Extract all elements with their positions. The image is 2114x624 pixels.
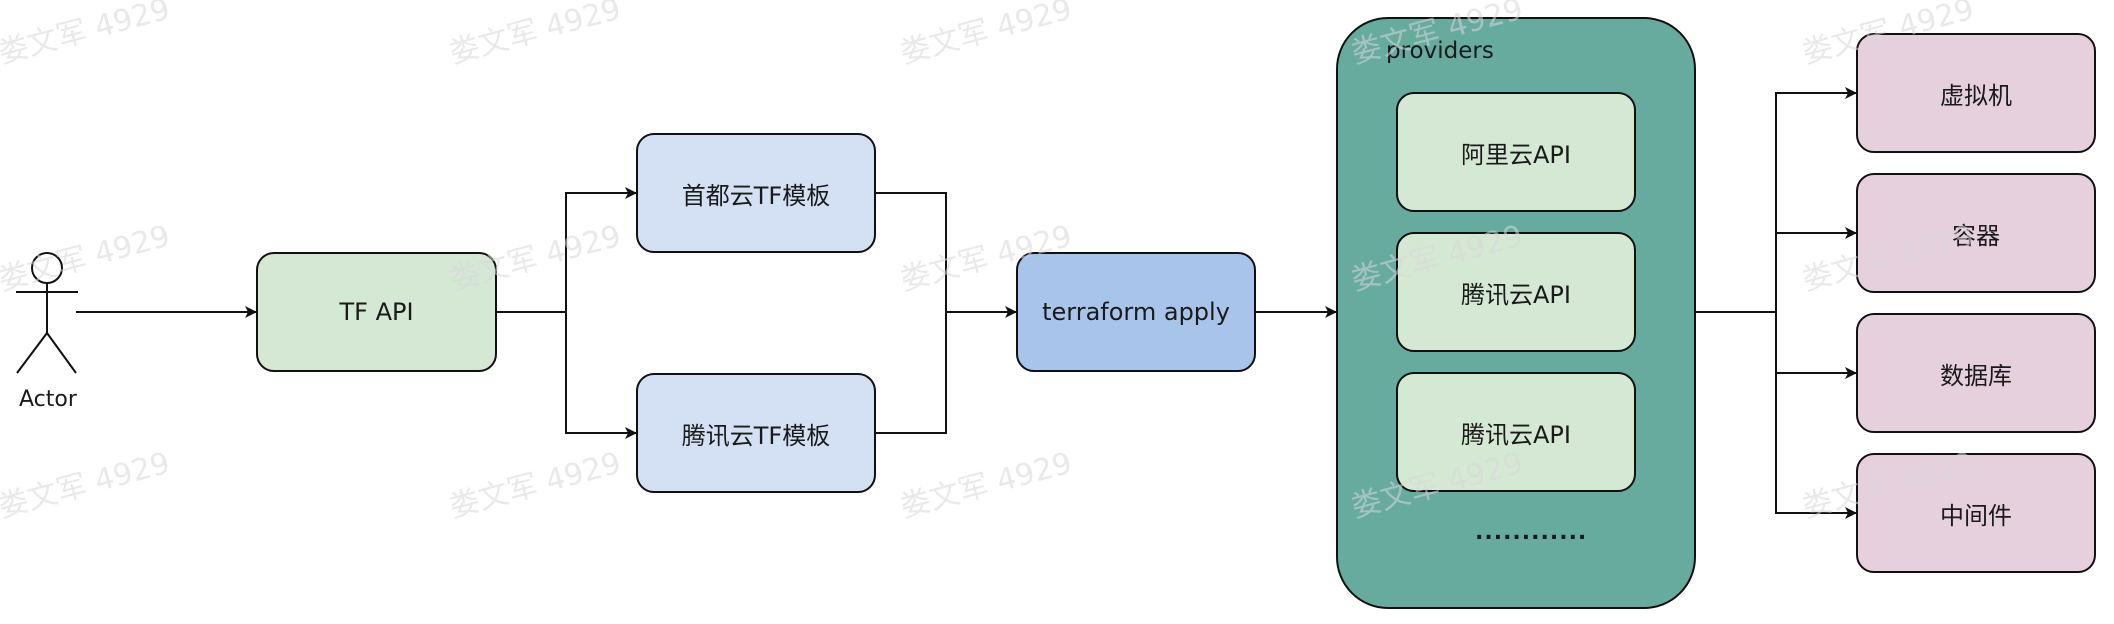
template-label: 腾讯云TF模板 (681, 421, 831, 450)
actor-icon (16, 252, 78, 374)
edge-providers-vm (1696, 87, 1857, 313)
target-label: 中间件 (1940, 501, 2012, 530)
tf-api-node: TF API (256, 252, 497, 372)
target-label: 虚拟机 (1940, 81, 2012, 110)
edge-tfapi-template-2 (565, 312, 637, 439)
template-node-1: 首都云TF模板 (636, 133, 876, 253)
tf-api-label: TF API (339, 298, 414, 326)
edge-template-2-terraform (876, 312, 947, 434)
provider-node-1: 阿里云API (1396, 92, 1636, 212)
provider-label: 阿里云API (1461, 140, 1571, 169)
edge-providers-middleware (1775, 373, 1857, 519)
providers-title: providers (1386, 38, 1494, 64)
edge-tfapi-template-1 (497, 187, 637, 313)
target-node-container: 容器 (1856, 173, 2096, 293)
target-node-middleware: 中间件 (1856, 453, 2096, 573)
target-label: 数据库 (1940, 361, 2012, 390)
target-node-vm: 虚拟机 (1856, 33, 2096, 153)
providers-more-ellipsis: ............ (1475, 520, 1588, 545)
edge-providers-database (1775, 312, 1857, 379)
provider-node-2: 腾讯云API (1396, 232, 1636, 352)
template-label: 首都云TF模板 (681, 181, 831, 210)
actor-label: Actor (19, 387, 77, 412)
provider-label: 腾讯云API (1461, 280, 1571, 309)
target-node-database: 数据库 (1856, 313, 2096, 433)
terraform-apply-label: terraform apply (1042, 298, 1230, 326)
terraform-apply-node: terraform apply (1016, 252, 1256, 372)
template-node-2: 腾讯云TF模板 (636, 373, 876, 493)
provider-node-3: 腾讯云API (1396, 372, 1636, 492)
provider-label: 腾讯云API (1461, 420, 1571, 449)
edge-template-1-terraform (876, 192, 1017, 318)
target-label: 容器 (1952, 221, 2000, 250)
